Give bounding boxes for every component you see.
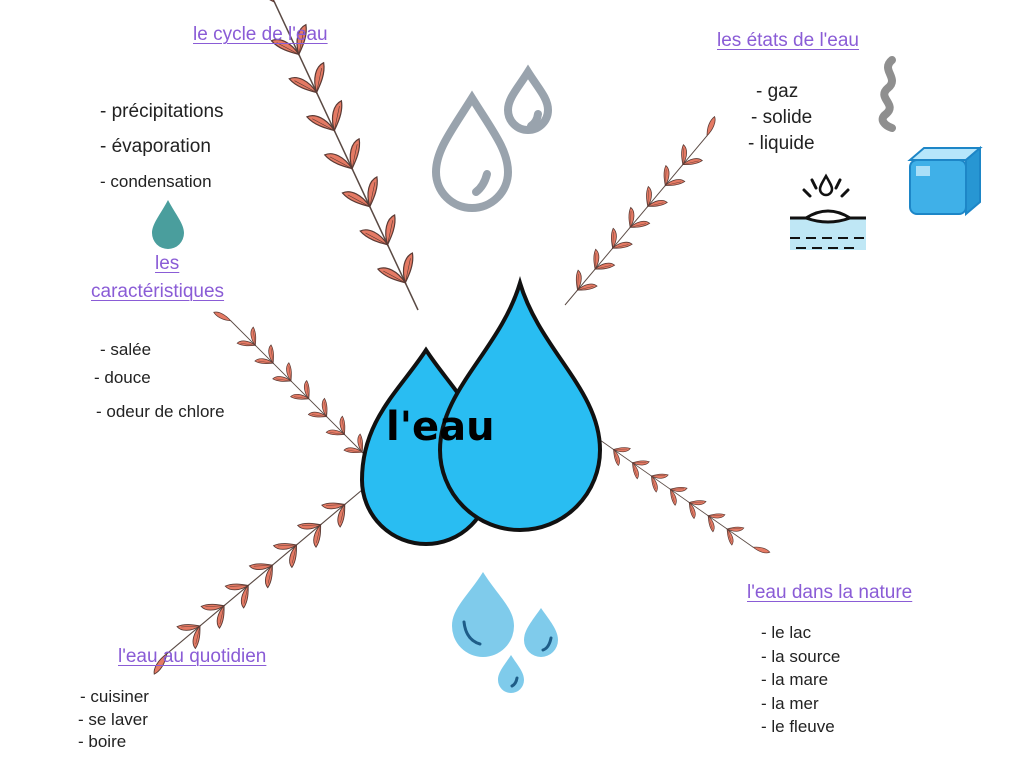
branch-icon	[210, 300, 383, 473]
branch-icon	[594, 431, 773, 565]
list-item: - évaporation	[100, 136, 211, 157]
list-item: - liquide	[748, 133, 815, 154]
list-cycle: - précipitations - évaporation - condens…	[100, 94, 224, 199]
list-item: - odeur de chlore	[96, 402, 225, 421]
list-etats: - gaz - solide - liquide	[748, 79, 815, 157]
list-item: - boire	[78, 732, 127, 751]
main-water-drop-icon	[359, 276, 603, 546]
heading-nature: l'eau dans la nature	[747, 582, 913, 603]
list-nature: - le lac - la source - la mare - la mer …	[761, 621, 840, 739]
list-item: - gaz	[756, 81, 799, 102]
list-caracteristiques: - salée - douce - odeur de chlore	[94, 336, 225, 426]
list-item: - condensation	[100, 172, 212, 191]
water-drop-outline-icon	[431, 64, 553, 212]
list-item: - le lac	[761, 623, 812, 642]
center-title: l'eau	[386, 404, 495, 450]
list-item: - la source	[761, 646, 841, 666]
branch-icon	[244, 0, 435, 318]
heading-etats: les états de l'eau	[717, 30, 859, 51]
water-drop-icon	[152, 200, 184, 249]
list-item: - douce	[94, 368, 151, 387]
list-item: - précipitations	[100, 101, 224, 122]
steam-icon	[878, 56, 896, 132]
water-splash-icon	[790, 173, 866, 250]
heading-caracteristiques-line2: caractéristiques	[91, 281, 225, 302]
list-item: - le fleuve	[761, 717, 835, 736]
branch-icon	[556, 113, 730, 313]
list-item: - se laver	[78, 709, 148, 729]
list-item: - solide	[751, 107, 813, 128]
list-item: - cuisiner	[80, 687, 149, 706]
list-item: - la mare	[761, 670, 829, 689]
heading-caracteristiques-line1: les	[155, 253, 180, 274]
heading-cycle: le cycle de l'eau	[193, 24, 328, 45]
list-quotidien: - cuisiner - se laver - boire	[78, 686, 149, 754]
list-item: - salée	[100, 340, 152, 359]
ice-cube-icon	[907, 145, 983, 217]
list-item: - la mer	[761, 693, 819, 713]
heading-quotidien: l'eau au quotidien	[118, 646, 267, 667]
